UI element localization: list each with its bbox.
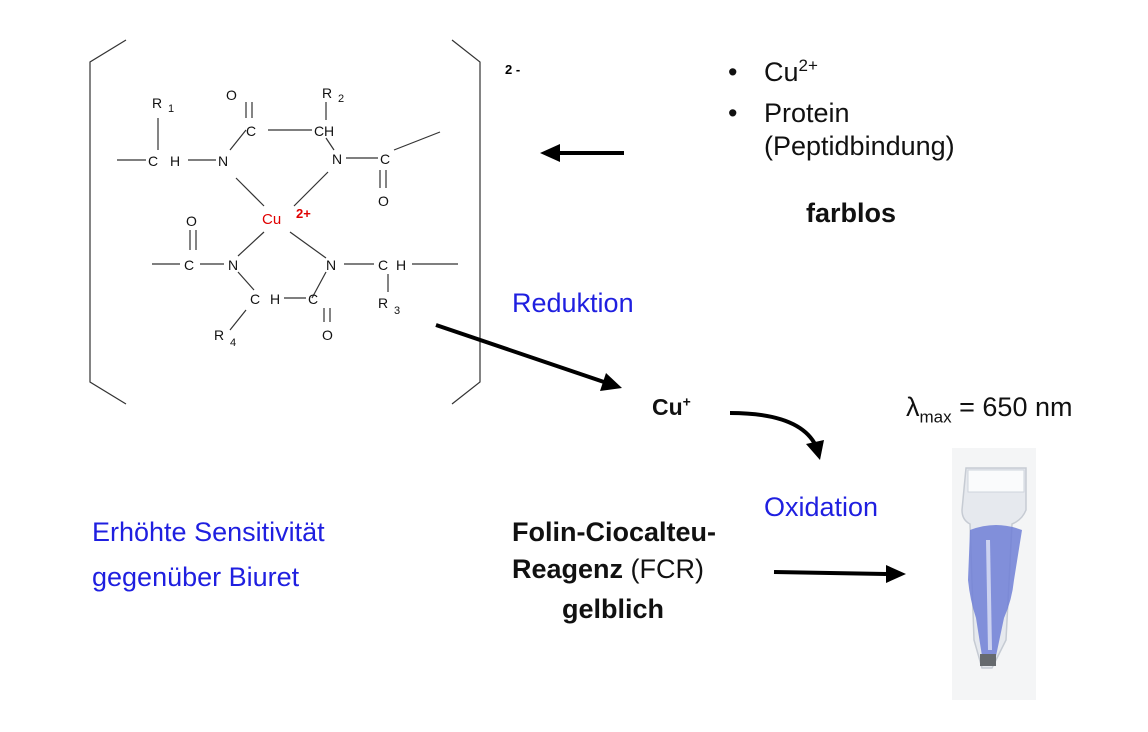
right-bracket [451,39,481,405]
complex-atoms: R 1 C H N O C C H R 2 N C O Cu 2+ O C N … [148,85,406,349]
atom-r2: R [322,85,332,101]
list-item: (Peptidbindung) [728,130,955,163]
atom-c7: C [308,291,318,307]
lambda-value: = 650 nm [959,392,1073,422]
arrows [435,144,906,583]
atom-c2: C [246,123,256,139]
cu-center: Cu [262,211,281,228]
atom-o1: O [226,87,237,103]
atom-r2-index: 2 [338,93,344,105]
atom-h6: H [270,291,280,307]
reactant-protein: Protein [764,98,850,128]
gelblich-label: gelblich [562,594,665,624]
left-bracket [89,39,127,405]
lambda-symbol: λ [906,392,920,422]
bullet-icon: • [728,98,738,128]
complex-bonds [117,102,458,331]
cuvette-image [952,448,1036,700]
atom-r1-index: 1 [168,103,174,115]
farblos-label: farblos [806,198,897,228]
list-item: • Cu2+ [728,56,955,89]
reduction-label: Reduktion [512,288,634,318]
bullet-icon: • [728,57,738,87]
arrow-cu-curve-head [806,440,824,460]
atom-o2: O [378,193,389,209]
atom-c6: C [250,291,260,307]
reactant-peptide: (Peptidbindung) [764,131,955,161]
atom-o4: O [322,327,333,343]
atom-r3-index: 3 [394,305,400,317]
complex-charge: 2 - [505,62,520,77]
atom-n4: N [326,257,336,273]
arrow-reduction [435,323,605,384]
arrow-cu-curve [729,411,818,447]
atom-o3: O [186,213,197,229]
arrow-reduction-head [600,373,622,391]
reagent-line1: Folin-Ciocalteu- [512,517,716,547]
atom-r3: R [378,295,388,311]
atom-r4-index: 4 [230,337,236,349]
atom-h8: H [396,257,406,273]
atom-c5: C [184,257,194,273]
list-item: • Protein [728,97,955,130]
lambda-subscript: max [919,407,952,427]
reactant-cu: Cu [764,57,799,87]
arrow-to-cuvette [773,570,887,576]
atom-n2: N [332,151,342,167]
arrow-to-complex-head [540,144,560,162]
arrow-to-cuvette-head [886,565,906,583]
atom-c8: C [378,257,388,273]
reagent-block: Folin-Ciocalteu- Reagenz (FCR) gelblich [512,514,716,628]
atom-c4: C [380,151,390,167]
reagent-line2-bold: Reagenz [512,554,624,584]
atom-h3: H [324,123,334,139]
cu-plus-charge: + [682,393,691,410]
atom-n1: N [218,153,228,169]
cu-plus-label: Cu+ [652,394,691,421]
sensitivity-line2: gegenüber Biuret [92,562,300,592]
sensitivity-line1: Erhöhte Sensitivität [92,517,325,547]
atom-r4: R [214,327,224,343]
sensitivity-note: Erhöhte Sensitivität gegenüber Biuret [92,510,325,600]
reagent-line2-rest: (FCR) [623,554,705,584]
reactants-list: • Cu2+ • Protein (Peptidbindung) [728,56,955,163]
lambda-max-label: λmax = 650 nm [906,392,1073,427]
cu-center-charge: 2+ [296,206,311,221]
cu-plus-symbol: Cu [652,394,683,420]
atom-r1: R [152,95,162,111]
atom-c1: C [148,153,158,169]
atom-h1: H [170,153,180,169]
reactant-cu-charge: 2+ [798,56,818,75]
atom-c3: C [314,123,324,139]
oxidation-label: Oxidation [764,492,879,522]
atom-n3: N [228,257,238,273]
